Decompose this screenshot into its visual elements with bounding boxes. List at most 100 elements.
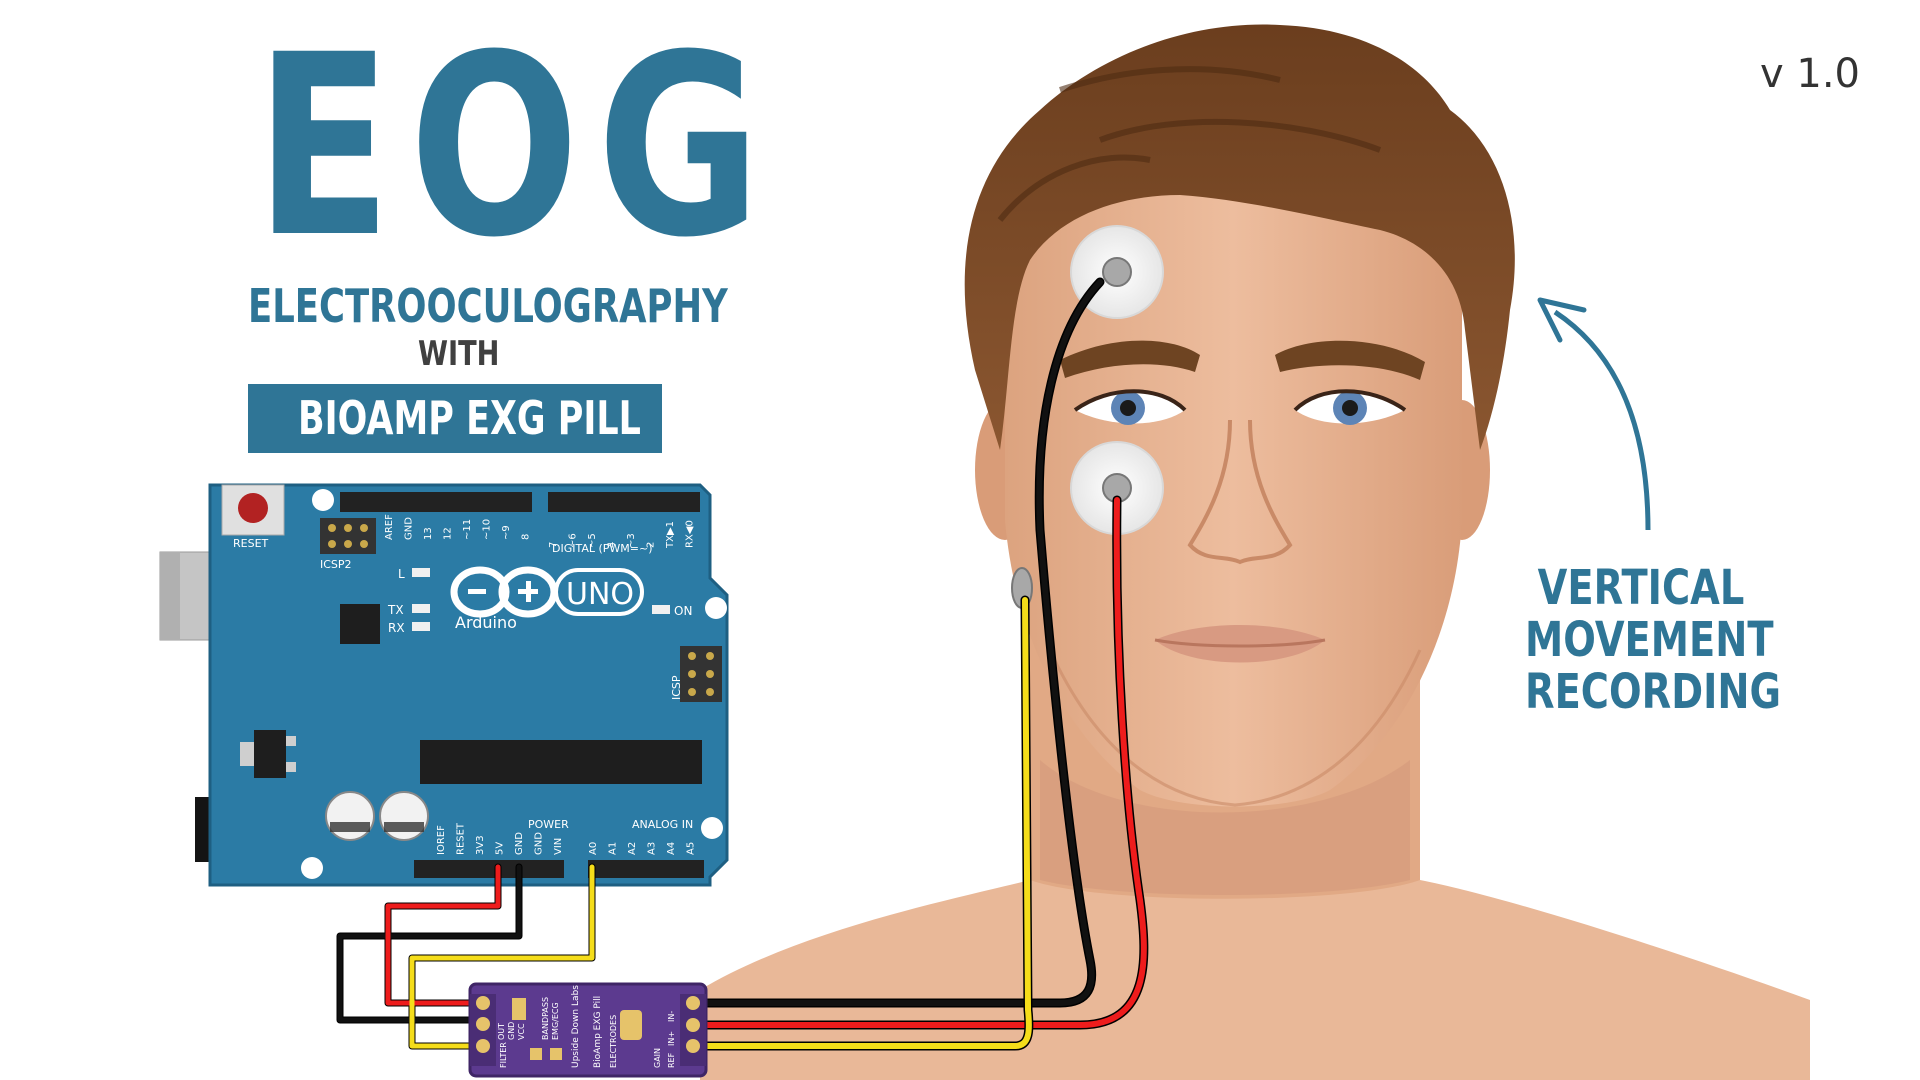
arduino-logo: UNO Arduino	[450, 566, 644, 632]
pill-bandpass-label: BANDPASS	[541, 997, 550, 1040]
version-label: v 1.0	[1760, 51, 1860, 97]
digital-pin-label: 4	[607, 542, 618, 548]
pill-name: BioAmp EXG Pill	[593, 996, 603, 1068]
uno-badge	[554, 568, 644, 616]
board-pcb	[208, 483, 729, 887]
digital-pin-label: ~10	[482, 519, 493, 540]
page-title: EOG	[255, 1, 779, 292]
analog-header	[588, 860, 704, 878]
arrow-head	[1537, 297, 1587, 343]
mouth	[1155, 625, 1325, 663]
pill-filter-label: FILTER	[499, 1042, 508, 1068]
annotation-line-2: MOVEMENT	[1525, 612, 1774, 668]
power-pin-label: IOREF	[436, 825, 447, 855]
person-illustration	[700, 24, 1810, 1080]
jaw-line	[1048, 649, 1422, 807]
pill-right-pin-label: IN+	[667, 1031, 676, 1046]
digital-pin-label: ~6	[568, 533, 579, 548]
annotation-line-1: VERTICAL	[1537, 560, 1745, 616]
power-pin-label: RESET	[456, 822, 467, 855]
power-pin-label: VIN	[553, 838, 564, 855]
bioamp-exg-pill-board: Upside Down Labs BioAmp EXG Pill ELECTRO…	[468, 982, 708, 1078]
product-badge-label: BIOAMP EXG PILL	[298, 391, 641, 445]
icsp2-label: ICSP2	[320, 558, 352, 571]
icsp-header	[680, 646, 722, 702]
analog-pin-label: A3	[647, 842, 658, 855]
analog-pin-label: A2	[627, 842, 638, 855]
shoulders	[700, 880, 1810, 1080]
digital-pin-label: AREF	[384, 514, 395, 540]
left-eye	[1073, 389, 1187, 425]
wire-arduino-a0	[409, 864, 595, 1049]
digital-label: DIGITAL (PWM=~)	[552, 542, 653, 555]
wires	[336, 277, 1149, 1051]
hair-strands	[997, 66, 1382, 222]
left-eyebrow	[1060, 340, 1200, 378]
digital-pin-label: ~9	[501, 525, 512, 540]
atmega-chip	[420, 740, 702, 784]
led-tx-label: TX	[387, 603, 404, 617]
capacitor-1	[325, 791, 375, 841]
product-badge: BIOAMP EXG PILL	[248, 384, 662, 453]
hair	[964, 24, 1515, 451]
power-label: POWER	[528, 818, 569, 831]
icsp2-header	[320, 518, 376, 554]
pill-emgecg-label: EMG/ECG	[551, 1002, 560, 1040]
subtitle: ELECTROOCULOGRAPHY	[248, 279, 728, 333]
digital-pin-label: 12	[443, 527, 454, 540]
model-label: UNO	[566, 577, 634, 612]
power-pin-label: 5V	[495, 842, 506, 855]
capacitor-2	[379, 791, 429, 841]
digital-pin-label: RX◀0	[685, 520, 696, 548]
wire-arduino-gnd	[337, 864, 522, 1023]
analog-pin-labels: A0 A1 A2 A3 A4 A5	[588, 842, 697, 855]
digital-pin-label: ~5	[587, 533, 598, 548]
led-on-label: ON	[674, 604, 692, 618]
usb-chip	[340, 604, 380, 644]
power-pin-label: GND	[514, 832, 525, 855]
reset-label: RESET	[233, 537, 269, 550]
digital-pin-label: ~3	[626, 533, 637, 548]
digital-header-b	[548, 492, 700, 512]
digital-pin-label: GND	[404, 517, 415, 540]
with-label: WITH	[418, 334, 500, 374]
pill-gain-label: GAIN	[653, 1048, 662, 1068]
digital-pin-label: 8	[521, 534, 532, 540]
digital-pin-label: 13	[423, 527, 434, 540]
brand-label: Arduino	[455, 613, 517, 632]
digital-header-a	[340, 492, 532, 512]
power-header	[414, 860, 564, 878]
pill-left-pin-label: GND	[507, 1022, 516, 1040]
power-pin-label: 3V3	[475, 835, 486, 855]
upward-arrow	[1553, 309, 1651, 531]
analog-pin-label: A0	[588, 842, 599, 855]
annotation-vertical-movement: VERTICAL MOVEMENT RECORDING	[1525, 560, 1782, 720]
digital-pin-label: 2	[646, 542, 657, 548]
right-eyebrow	[1275, 340, 1425, 380]
right-eye	[1293, 389, 1407, 425]
pill-brand: Upside Down Labs	[571, 985, 581, 1068]
pill-left-pin-label: VCC	[517, 1023, 526, 1040]
digital-pin-label: 7	[548, 542, 559, 548]
power-pin-label: GND	[534, 832, 545, 855]
digital-pin-label: TX▶1	[665, 521, 676, 549]
analog-pin-label: A4	[666, 842, 677, 855]
led-l-label: L	[398, 567, 405, 581]
analog-pin-label: A1	[608, 842, 619, 855]
analog-pin-label: A5	[686, 842, 697, 855]
wire-arduino-5v	[385, 864, 501, 1006]
nose	[1187, 419, 1293, 565]
pill-left-pin-label: OUT	[497, 1023, 506, 1040]
icsp-label: ICSP	[670, 675, 683, 700]
wire-electrode-below-eye	[677, 497, 1147, 1028]
wire-electrode-forehead	[677, 279, 1103, 1006]
pill-electrodes-label: ELECTRODES	[609, 1015, 618, 1068]
annotation-line-3: RECORDING	[1525, 664, 1782, 720]
power-pin-labels: IOREF RESET 3V3 5V GND GND VIN	[436, 822, 564, 855]
